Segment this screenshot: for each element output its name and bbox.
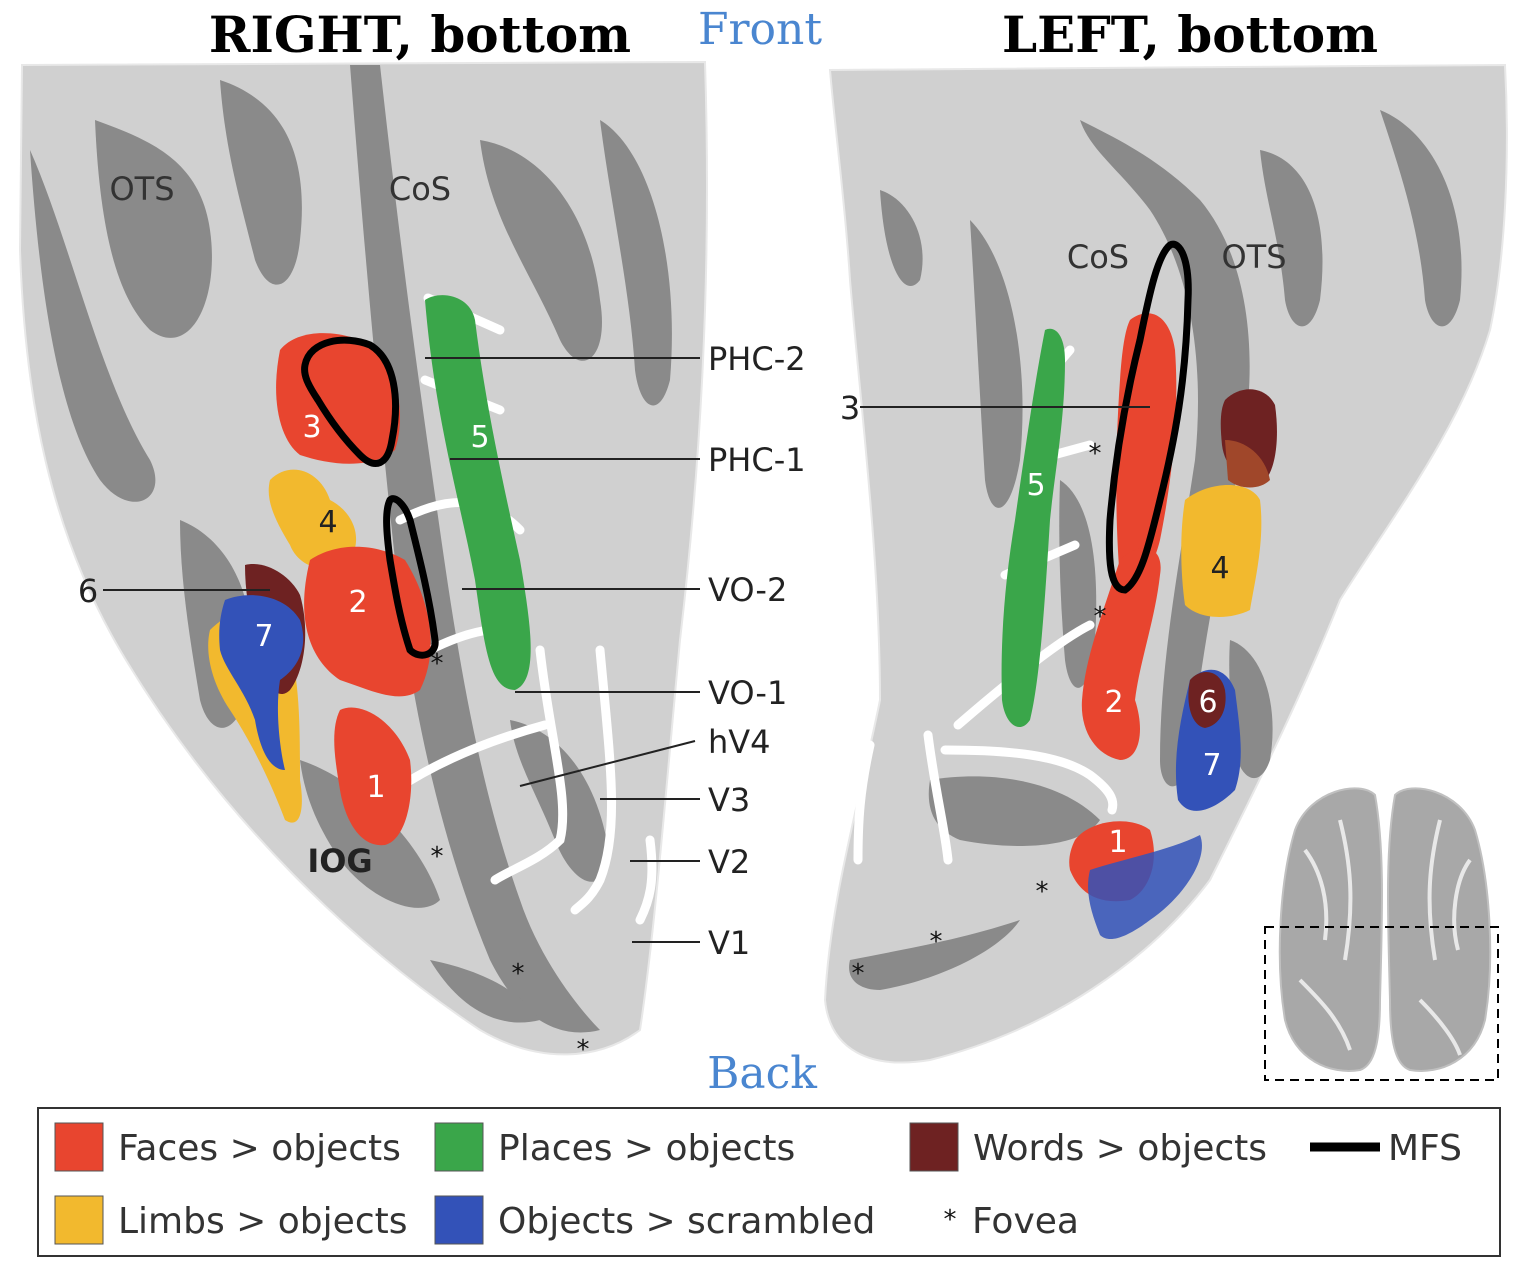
legend-fovea-star: *	[944, 1205, 957, 1235]
left-hemisphere-title: LEFT, bottom	[1002, 5, 1378, 64]
region-number-4-left: 4	[1210, 551, 1229, 586]
left-ots-label: OTS	[1221, 238, 1286, 276]
region-number-6-right: 6	[78, 572, 98, 610]
region-number-5-right: 5	[470, 420, 489, 455]
legend-label-fovea: Fovea	[972, 1201, 1079, 1242]
fovea-star: *	[1036, 877, 1049, 907]
brain-inset	[1265, 788, 1498, 1080]
phc1-label: PHC-1	[708, 441, 806, 479]
region-number-6-left: 6	[1198, 685, 1217, 720]
left-cos-label: CoS	[1067, 238, 1129, 276]
fovea-star: *	[930, 927, 943, 957]
right-hemisphere-title: RIGHT, bottom	[209, 5, 631, 64]
region-number-7-right: 7	[254, 619, 273, 654]
v1-label: V1	[708, 924, 750, 962]
v2-label: V2	[708, 843, 750, 881]
fovea-star: *	[431, 842, 444, 872]
region-number-1-right: 1	[366, 770, 385, 805]
fovea-star: *	[852, 959, 865, 989]
right-cos-label: CoS	[389, 170, 451, 208]
front-label: Front	[698, 4, 822, 55]
region-number-2-right: 2	[348, 585, 367, 620]
back-label: Back	[707, 1048, 817, 1099]
legend-label-mfs: MFS	[1388, 1128, 1462, 1169]
region-number-5-left: 5	[1026, 468, 1045, 503]
vo2-label: VO-2	[708, 571, 787, 609]
fovea-star: *	[1094, 602, 1107, 632]
fovea-star: *	[512, 959, 525, 989]
region-number-7-left: 7	[1202, 748, 1221, 783]
region-number-3-left: 3	[840, 389, 860, 427]
region-number-2-left: 2	[1104, 685, 1123, 720]
fovea-star: *	[1089, 439, 1102, 469]
legend-label-limbs: Limbs > objects	[118, 1201, 407, 1242]
legend-label-objects: Objects > scrambled	[498, 1201, 875, 1242]
fovea-star: *	[577, 1035, 590, 1065]
legend-swatch-faces	[55, 1123, 103, 1171]
right-ots-label: OTS	[109, 170, 174, 208]
fovea-star: *	[431, 649, 444, 679]
legend-label-places: Places > objects	[498, 1128, 795, 1169]
legend-swatch-limbs	[55, 1196, 103, 1244]
region-number-4-right: 4	[318, 505, 337, 540]
region-number-1-left: 1	[1108, 825, 1127, 860]
legend-label-words: Words > objects	[973, 1128, 1267, 1169]
region-number-3-right: 3	[302, 410, 321, 445]
legend-swatch-objects	[435, 1196, 483, 1244]
v3-label: V3	[708, 781, 750, 819]
vo1-label: VO-1	[708, 674, 787, 712]
legend-swatch-words	[910, 1123, 958, 1171]
right-hemisphere: 3 5 4 2 7 1 OTS CoS IOG * * * * 6	[20, 62, 707, 1065]
legend-swatch-places	[435, 1123, 483, 1171]
legend-label-faces: Faces > objects	[118, 1128, 401, 1169]
hv4-label: hV4	[708, 723, 771, 761]
right-iog-label: IOG	[307, 842, 372, 880]
phc2-label: PHC-2	[708, 340, 806, 378]
legend: Faces > objects Places > objects Words >…	[38, 1108, 1500, 1256]
